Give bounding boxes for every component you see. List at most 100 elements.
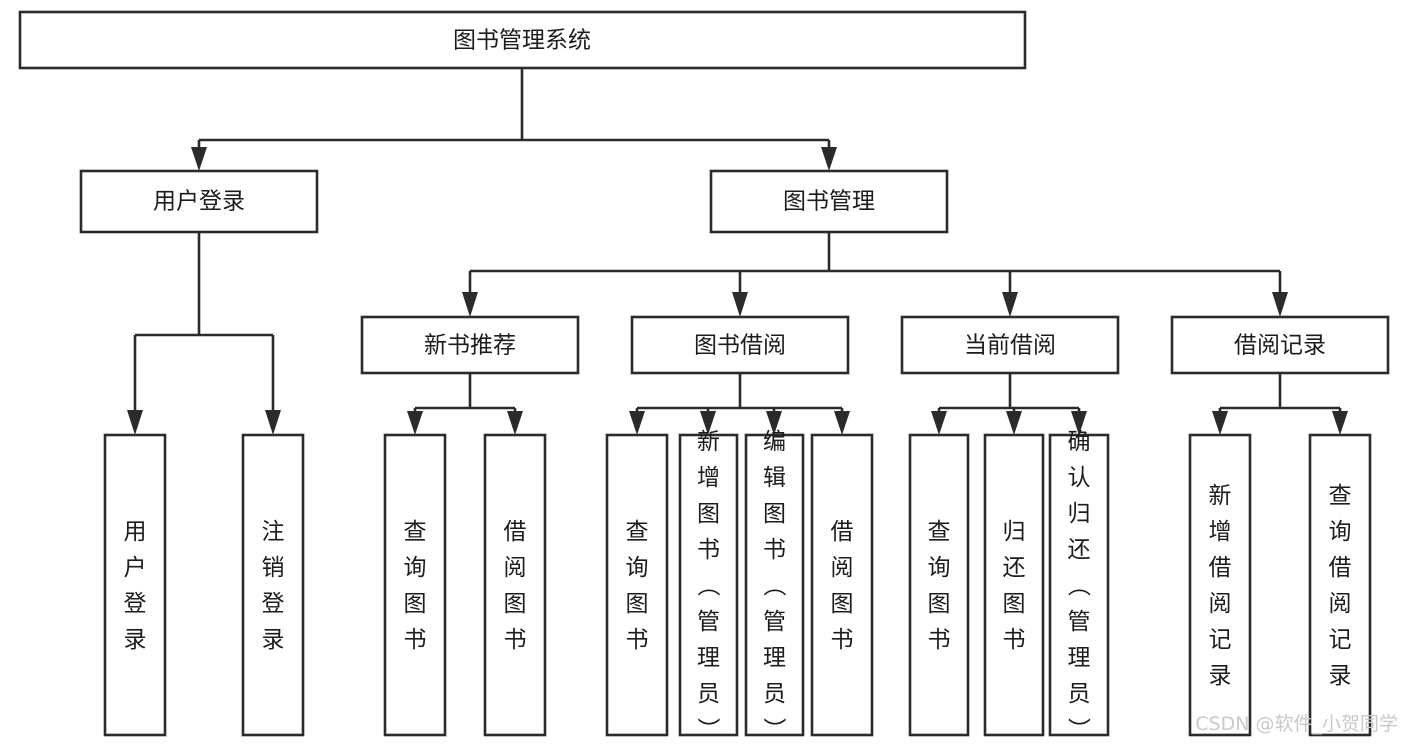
leaf-label-glyph: 新 — [1209, 483, 1232, 509]
node-layer: 图书管理系统 用户登录 图书管理 新书推荐 图书借阅 — [18, 10, 1390, 737]
leaf-box-confirm-return-admin[interactable] — [1048, 433, 1110, 737]
leaf-label-glyph: （ — [761, 574, 787, 597]
leaf-label-glyph: 户 — [124, 555, 147, 581]
csdn-watermark: CSDN @软件_小贺同学 — [1195, 713, 1398, 735]
arrow-to-leaf-logout — [265, 410, 281, 435]
arrow-to-newbook — [462, 292, 478, 317]
leaf-label-glyph: 录 — [124, 627, 147, 653]
leaf-box-query-borrow-record[interactable] — [1308, 433, 1372, 737]
node-borrow-record[interactable]: 借阅记录 — [1170, 315, 1390, 375]
leaf-label-glyph: ） — [695, 718, 721, 741]
leaf-label-glyph: 图 — [928, 591, 951, 617]
node-book-borrow-box[interactable] — [630, 315, 850, 375]
node-user-login[interactable]: 用户登录 — [79, 169, 319, 234]
leaf-box-borrow-book-newbook[interactable] — [483, 433, 547, 737]
leaf-label-glyph: 书 — [1003, 627, 1026, 653]
node-user-login-label: 用户登录 — [153, 189, 245, 215]
leaf-label-glyph: 询 — [626, 555, 649, 581]
arrow-borrow-leaf-1 — [629, 411, 645, 435]
leaf-box-logout[interactable] — [241, 433, 305, 737]
node-book-management-box[interactable] — [709, 169, 949, 234]
node-new-book-recommend[interactable]: 新书推荐 — [360, 315, 580, 375]
leaf-label-glyph: 录 — [1209, 663, 1232, 689]
leaf-label-glyph: 书 — [504, 627, 527, 653]
leaf-label-glyph: 询 — [1329, 519, 1352, 545]
node-book-borrow-label: 图书借阅 — [694, 333, 786, 359]
leaf-label-glyph: 查 — [1329, 483, 1352, 509]
leaf-label-glyph: 增 — [1209, 519, 1232, 545]
leaf-label-glyph: 辑 — [763, 465, 786, 491]
node-book-management-label: 图书管理 — [783, 189, 875, 215]
leaf-label-glyph: 管 — [1068, 609, 1091, 635]
node-root-box[interactable] — [18, 10, 1027, 70]
leaf-box-user-login[interactable] — [103, 433, 167, 737]
arrow-borrow-leaf-4 — [834, 411, 850, 435]
leaf-box-return-book[interactable] — [983, 433, 1045, 737]
leaf-label-glyph: 归 — [1068, 501, 1091, 527]
node-current-borrow-label: 当前借阅 — [964, 333, 1056, 359]
arrow-to-current — [1002, 292, 1018, 317]
leaf-label-glyph: 登 — [262, 591, 285, 617]
node-borrow-record-label: 借阅记录 — [1234, 333, 1326, 359]
leaf-box-borrow-book[interactable] — [810, 433, 874, 737]
leaf-box-query-book-borrow[interactable] — [605, 433, 669, 737]
leaf-label-glyph: 理 — [1068, 645, 1091, 671]
leaf-label-glyph: 销 — [262, 555, 285, 581]
leaf-label-glyph: 阅 — [1329, 591, 1352, 617]
leaf-box-query-book-current[interactable] — [908, 433, 970, 737]
connector-layer — [127, 68, 1348, 435]
node-root[interactable]: 图书管理系统 — [18, 10, 1027, 70]
leaf-box-add-borrow-record[interactable] — [1188, 433, 1252, 737]
node-book-borrow[interactable]: 图书借阅 — [630, 315, 850, 375]
leaf-box-edit-book-admin[interactable] — [744, 433, 805, 737]
leaf-label-glyph: 借 — [1329, 555, 1352, 581]
leaf-label-glyph: 查 — [404, 519, 427, 545]
node-current-borrow[interactable]: 当前借阅 — [900, 315, 1120, 375]
node-new-book-recommend-box[interactable] — [360, 315, 580, 375]
leaf-label-glyph: （ — [1065, 574, 1091, 597]
leaf-label-glyph: 归 — [1003, 519, 1026, 545]
leaf-label-glyph: 询 — [928, 555, 951, 581]
leaf-label-glyph: 图 — [763, 501, 786, 527]
leaf-label-glyph: 管 — [697, 609, 720, 635]
arrow-to-leaf-user-login — [127, 410, 143, 435]
leaf-label-glyph: 理 — [697, 645, 720, 671]
leaf-label-glyph: （ — [695, 574, 721, 597]
leaf-label-glyph: 图 — [1003, 591, 1026, 617]
leaf-label-glyph: 还 — [1068, 537, 1091, 563]
node-borrow-record-box[interactable] — [1170, 315, 1390, 375]
arrow-record-leaf-1 — [1212, 411, 1228, 435]
arrow-newbook-leaf-2 — [507, 411, 523, 435]
leaf-label-glyph: 员 — [763, 681, 786, 707]
arrow-to-user-login — [191, 147, 207, 171]
leaf-label-glyph: 确 — [1068, 429, 1091, 455]
leaf-label-glyph: 认 — [1068, 465, 1091, 491]
leaf-box-add-book-admin[interactable] — [678, 433, 739, 737]
arrow-to-borrow — [732, 292, 748, 317]
leaf-label-glyph: 管 — [763, 609, 786, 635]
leaf-label-glyph: 新 — [697, 429, 720, 455]
leaf-box-query-book-newbook[interactable] — [383, 433, 447, 737]
node-user-login-box[interactable] — [79, 169, 319, 234]
leaf-label-glyph: 注 — [262, 519, 285, 545]
leaf-label-glyph: 记 — [1329, 627, 1352, 653]
leaf-label-glyph: 阅 — [504, 555, 527, 581]
leaf-label-glyph: 录 — [262, 627, 285, 653]
leaf-label-glyph: 理 — [763, 645, 786, 671]
leaf-label-glyph: 员 — [1068, 681, 1091, 707]
leaf-label-glyph: ） — [761, 718, 787, 741]
leaf-label-glyph: 阅 — [1209, 591, 1232, 617]
arrow-to-book-mgmt — [821, 147, 837, 171]
arrow-borrow-leaf-2 — [700, 411, 716, 435]
node-book-management[interactable]: 图书管理 — [709, 169, 949, 234]
node-current-borrow-box[interactable] — [900, 315, 1120, 375]
